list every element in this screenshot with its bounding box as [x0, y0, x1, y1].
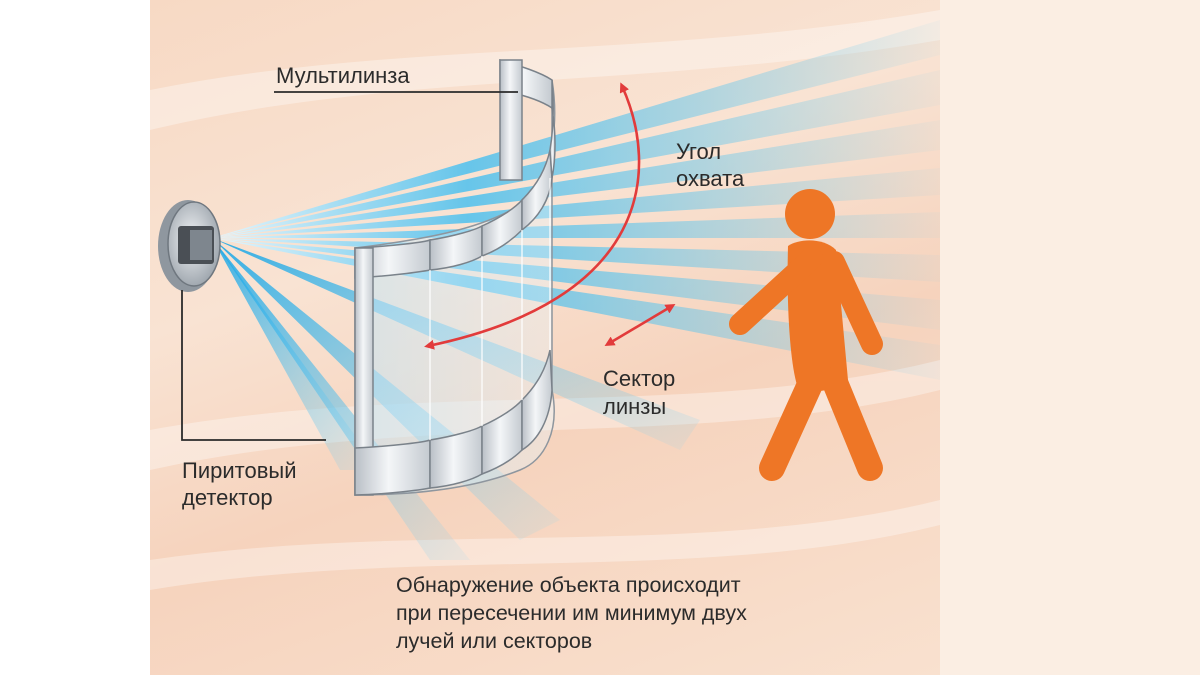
multilens-label: Мультилинза: [276, 63, 410, 88]
detection-note-line1: Обнаружение объекта происходит: [396, 573, 741, 597]
detector-label-line1: Пиритовый: [182, 458, 297, 483]
coverage-angle-label-line2: охвата: [676, 166, 745, 191]
lens-sector-label-line1: Сектор: [603, 366, 676, 391]
detection-note-line3: лучей или секторов: [396, 629, 593, 653]
coverage-angle-arrow: [424, 82, 641, 350]
detection-note-line2: при пересечении им минимум двух: [396, 601, 747, 625]
lens-sector-label-line2: линзы: [603, 394, 667, 419]
lens-sector-arrow: [604, 303, 676, 347]
walking-person-icon: [729, 189, 883, 481]
sensor-icon: [158, 200, 221, 292]
right-margin: [940, 0, 1200, 675]
coverage-angle-label-line1: Угол: [676, 139, 722, 164]
detector-label-line2: детектор: [182, 485, 273, 510]
multilens-icon: [354, 58, 556, 496]
